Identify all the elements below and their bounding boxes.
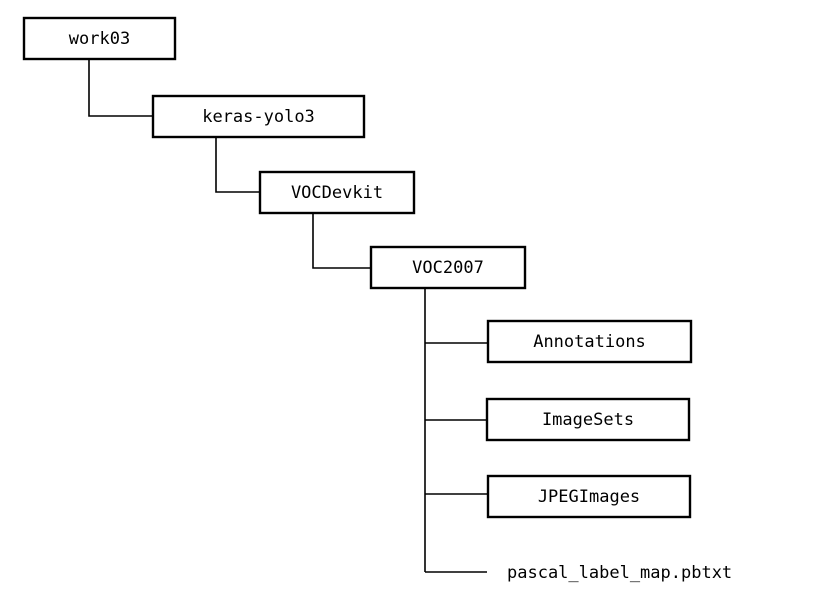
folder-node-box (486, 319, 693, 364)
folder-node-annotations: Annotations (486, 319, 693, 364)
folder-node-label: keras-yolo3 (202, 107, 315, 127)
folder-node-label: JPEGImages (538, 487, 640, 507)
folder-node-label: VOC2007 (412, 258, 484, 278)
folder-node-label: work03 (69, 29, 130, 49)
connector-vocdevkit-to-voc2007 (312, 213, 371, 269)
folder-node-keras-yolo3: keras-yolo3 (151, 94, 366, 139)
folder-node-jpegimages: JPEGImages (486, 474, 692, 519)
folder-node-vocdevkit: VOCDevkit (258, 170, 416, 215)
folder-node-label: ImageSets (542, 410, 634, 430)
tree-connectors (88, 59, 488, 573)
folder-node-label: VOCDevkit (291, 183, 383, 203)
file-node-label-map: pascal_label_map.pbtxt (507, 563, 732, 583)
folder-node-imagesets: ImageSets (485, 397, 691, 442)
connector-work03-to-keras-yolo3 (88, 59, 153, 117)
folder-node-box (258, 170, 416, 215)
folder-node-box (485, 397, 691, 442)
connector-keras-yolo3-to-vocdevkit (215, 137, 260, 193)
folder-node-box (369, 245, 527, 290)
folder-node-box (22, 16, 177, 61)
folder-node-box (486, 474, 692, 519)
folder-node-box (151, 94, 366, 139)
folder-node-work03: work03 (22, 16, 177, 61)
folder-node-voc2007: VOC2007 (369, 245, 527, 290)
folder-node-label: Annotations (533, 332, 646, 352)
